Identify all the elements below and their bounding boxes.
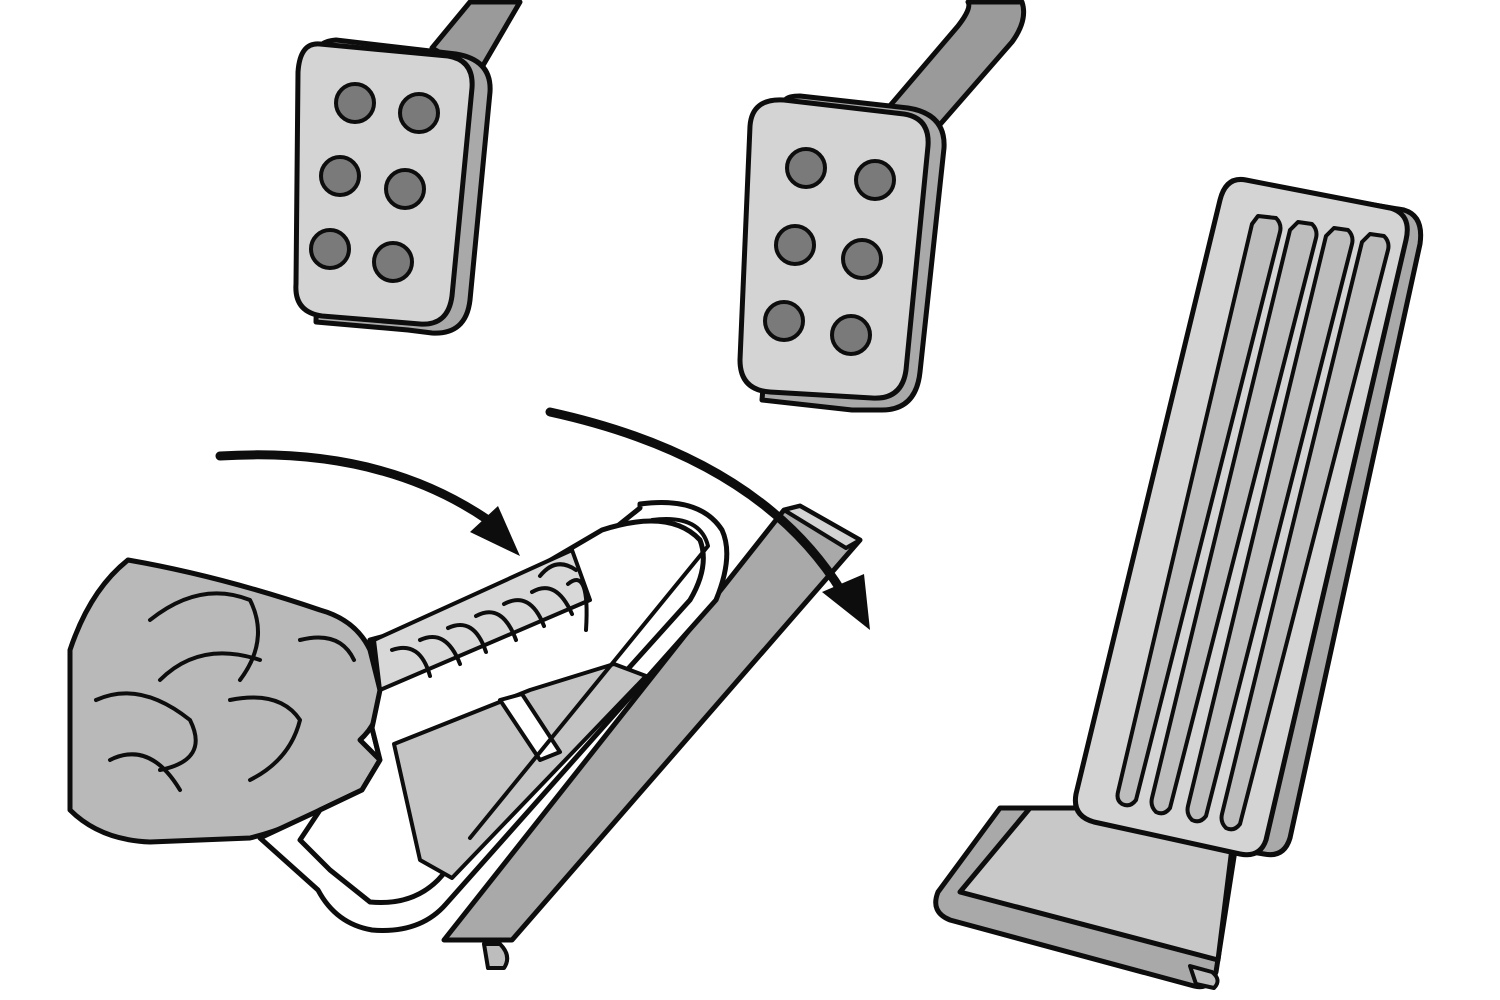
trouser — [67, 557, 383, 845]
arrowhead — [470, 506, 520, 556]
accelerator-pedal — [933, 176, 1424, 990]
sneaker-tongue — [372, 548, 592, 692]
brake-pedal — [737, 0, 1027, 413]
foot-motion-arrow — [215, 450, 520, 556]
accelerator-pedal-base-top — [957, 805, 1235, 963]
sneaker-toe-line — [468, 517, 710, 840]
sneaker-laces — [390, 562, 589, 678]
stud — [785, 147, 827, 189]
arrowhead — [822, 574, 870, 630]
stud — [372, 241, 414, 283]
stud — [384, 168, 426, 210]
brake-pedal-arm — [885, 0, 1027, 139]
rib — [1185, 226, 1355, 824]
sneaker-side-panel — [392, 662, 648, 880]
clutch-pedal — [293, 0, 523, 336]
accelerator-pedal-ribs — [1115, 214, 1391, 832]
pedal-press-arrow — [545, 407, 870, 630]
stud — [398, 92, 440, 134]
pressed-pedal-hinge — [482, 942, 510, 970]
sneaker — [257, 499, 730, 933]
stud — [774, 224, 816, 266]
rib — [1219, 232, 1391, 832]
stud — [854, 159, 896, 201]
leg — [67, 557, 383, 845]
rib — [1115, 214, 1283, 808]
stud — [334, 82, 376, 124]
stud — [830, 314, 872, 356]
stud — [763, 300, 805, 342]
rib — [1149, 220, 1319, 816]
pressed-pedal — [441, 503, 863, 970]
clutch-pedal-studs — [309, 82, 440, 283]
stud — [319, 155, 361, 197]
pressed-pedal-top — [782, 504, 862, 550]
stud — [841, 238, 883, 280]
stud — [309, 228, 351, 270]
brake-pedal-face — [737, 97, 931, 401]
trouser-folds — [94, 591, 356, 792]
accelerator-pedal-hinge — [1188, 964, 1220, 990]
brake-pedal-studs — [763, 147, 896, 356]
